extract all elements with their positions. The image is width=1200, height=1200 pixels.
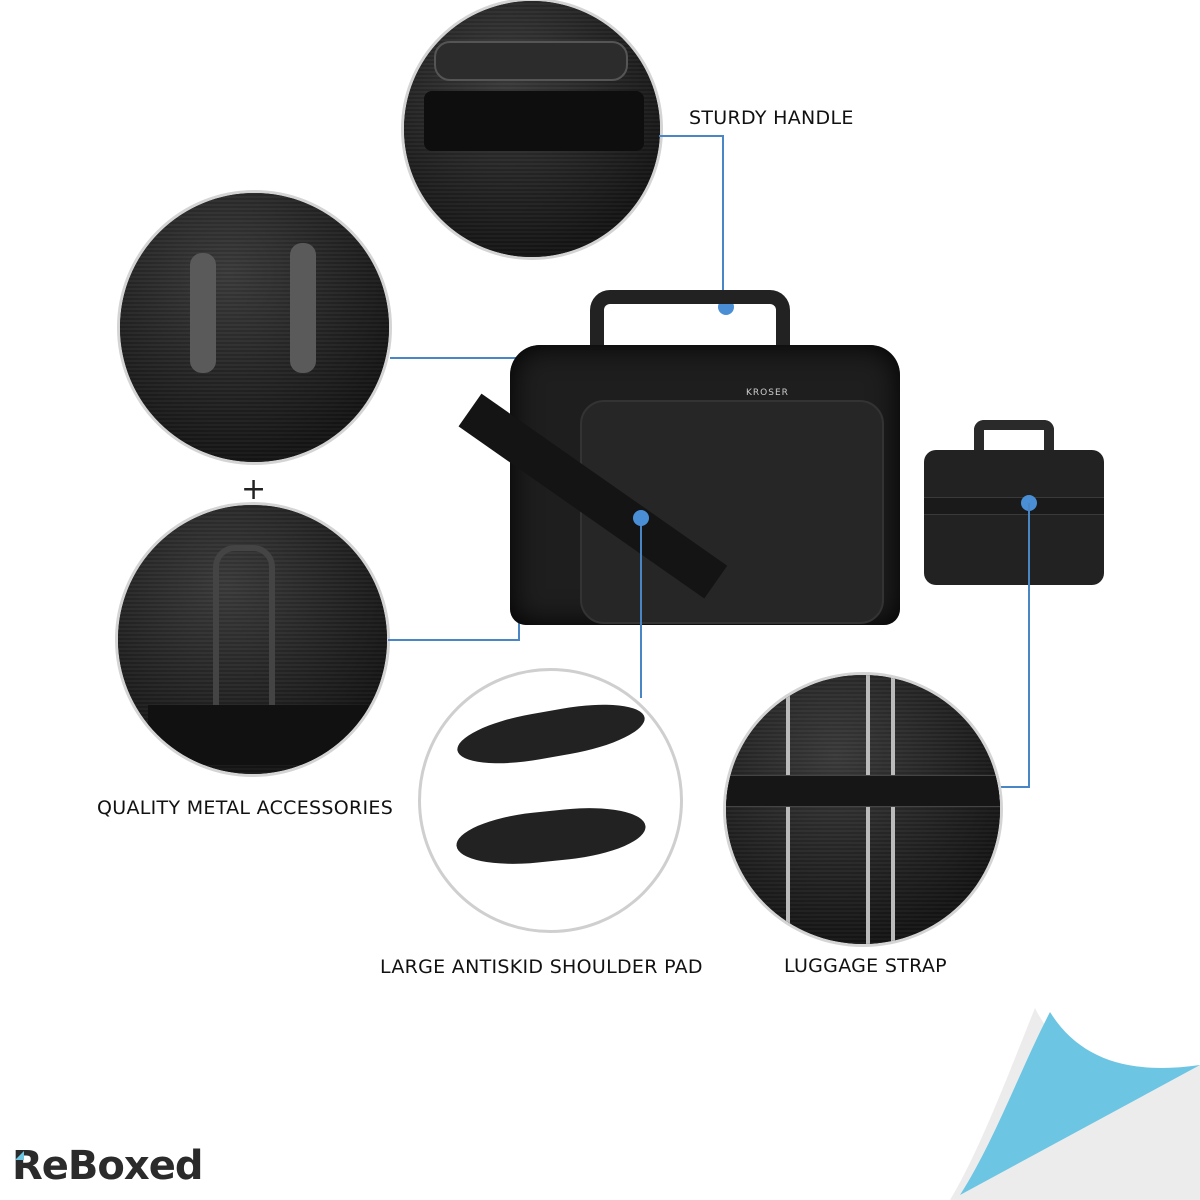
quality-metal-accessories-label: QUALITY METAL ACCESSORIES <box>97 797 394 819</box>
luggage-strap-detail-image <box>723 672 1003 947</box>
page-curl-icon <box>950 1008 1200 1200</box>
luggage-strap-label: LUGGAGE STRAP <box>784 955 947 977</box>
zipper-pull-icon <box>290 243 316 373</box>
handle-bar <box>434 41 628 81</box>
handle-connector <box>659 135 724 137</box>
shoulder-pad-detail-image <box>418 668 683 933</box>
plus-sign: + <box>241 472 267 507</box>
shoulder-pad-dot <box>633 510 649 526</box>
strap-band <box>726 775 1000 807</box>
logo-corner-accent <box>15 1151 24 1160</box>
large-antiskid-shoulder-pad-label: LARGE ANTISKID SHOULDER PAD <box>380 956 703 978</box>
reboxed-logo: ReBoxed <box>12 1143 203 1189</box>
shoulder-pad-connector <box>640 518 642 698</box>
handle-detail-image <box>401 0 663 260</box>
brand-tag: KROSER <box>746 388 789 398</box>
laptop-bag-main-image: KROSER <box>458 290 910 630</box>
shoulder-pad-bottom <box>453 801 649 871</box>
metal-hook-detail-image <box>115 502 390 777</box>
sturdy-handle-label: STURDY HANDLE <box>689 107 854 129</box>
zipper-connector <box>390 357 530 359</box>
luggage-strap-band <box>924 497 1104 515</box>
metal-hook-icon <box>213 545 275 727</box>
bag-handle <box>590 290 790 350</box>
hook-connector <box>388 639 520 641</box>
bag-back-handle <box>974 420 1054 456</box>
luggage-strap-connector <box>1028 503 1030 788</box>
zipper-pull-icon <box>190 253 216 373</box>
reboxed-logo-text: ReBoxed <box>12 1143 203 1189</box>
laptop-bag-back-image <box>924 420 1104 590</box>
shoulder-pad-top <box>453 694 649 774</box>
zipper-detail-image <box>117 190 392 465</box>
